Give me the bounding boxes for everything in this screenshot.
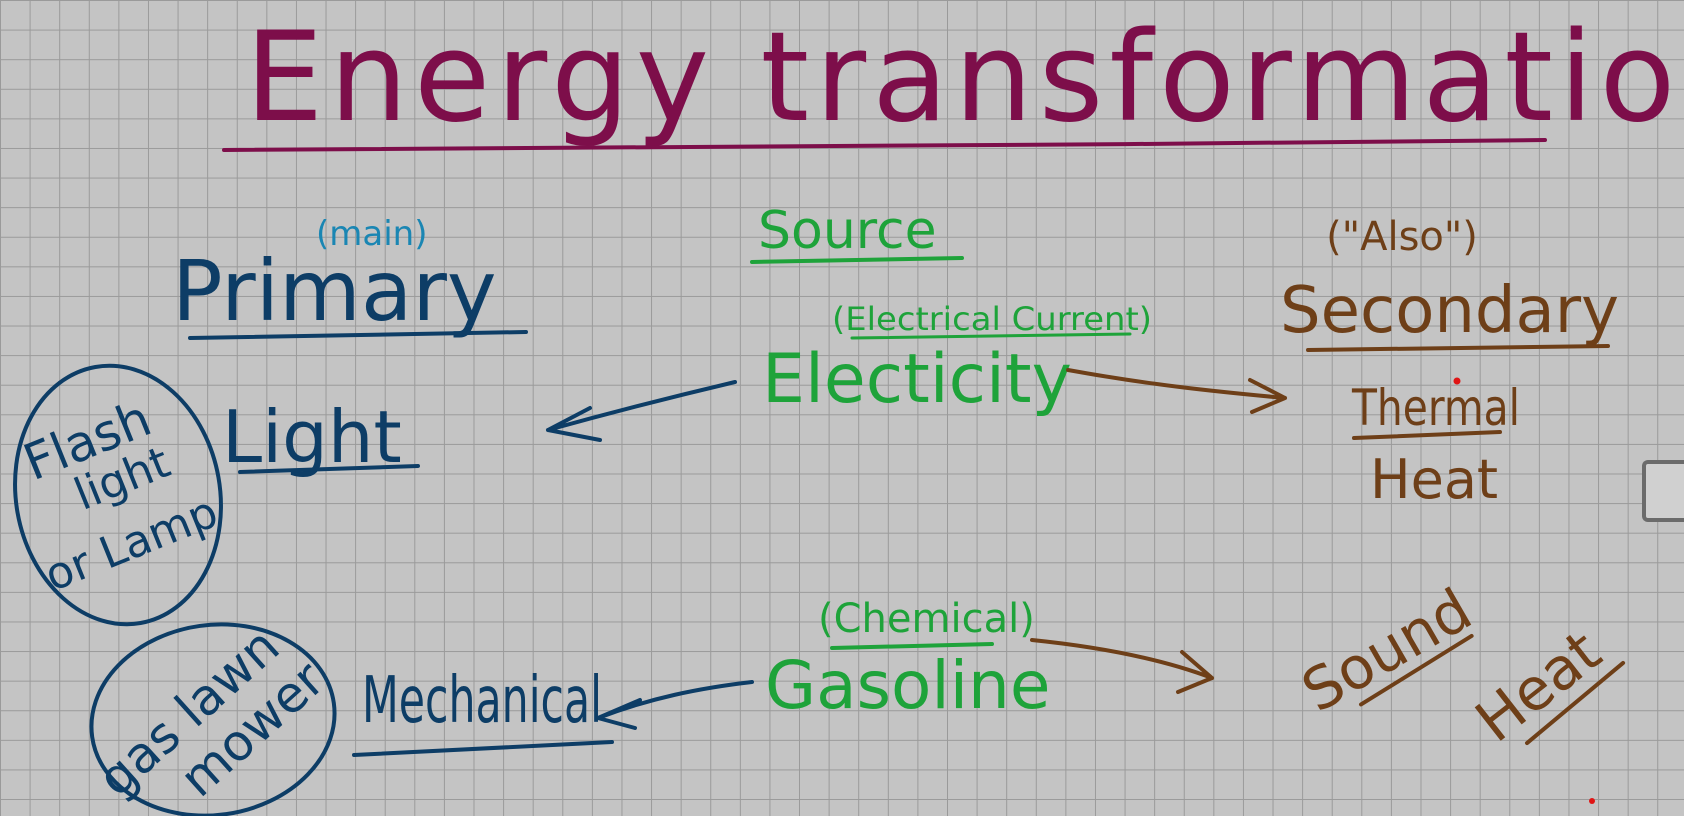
primary-note: (main) xyxy=(316,214,427,254)
title-underline xyxy=(222,138,1547,152)
primary-header: Primary xyxy=(172,242,497,340)
source-note-electrical: (Electrical Current) xyxy=(832,300,1152,338)
primary-underline xyxy=(188,330,528,340)
secondary-heat-2-underline xyxy=(1525,660,1626,746)
source-note-chemical: (Chemical) xyxy=(818,596,1035,642)
source-note-chemical-underline xyxy=(830,642,994,650)
secondary-header: Secondary xyxy=(1280,274,1619,348)
page-title: Energy transformations xyxy=(245,6,1684,150)
source-gasoline: Gasoline xyxy=(765,647,1050,724)
secondary-heat-2-group: Heat xyxy=(1463,617,1626,755)
source-header: Source xyxy=(758,201,937,261)
primary-mechanical: Mechanical xyxy=(362,664,602,738)
stray-red-dot xyxy=(1589,798,1595,804)
source-underline xyxy=(750,256,964,264)
arrow-electricity-to-thermal xyxy=(1066,368,1287,414)
arrow-gasoline-to-mechanical xyxy=(596,680,754,730)
page-edge-handle[interactable] xyxy=(1642,460,1684,522)
arrow-electricity-to-light xyxy=(546,380,737,442)
secondary-thermal: Thermal xyxy=(1351,379,1520,437)
secondary-underline xyxy=(1306,344,1610,352)
primary-light-underline xyxy=(238,464,420,474)
primary-light: Light xyxy=(222,395,402,479)
stray-red-dot xyxy=(1453,377,1461,385)
arrow-gasoline-to-sound xyxy=(1030,638,1214,694)
secondary-sound: Sound xyxy=(1291,575,1483,725)
secondary-heat-1: Heat xyxy=(1370,448,1498,511)
secondary-sound-underline xyxy=(1359,633,1474,707)
example-bubble-mower xyxy=(89,622,337,816)
example-bubble-lamp xyxy=(13,363,223,627)
secondary-sound-group: Sound xyxy=(1291,575,1483,725)
secondary-thermal-underline xyxy=(1352,430,1502,440)
secondary-note: ("Also") xyxy=(1326,214,1478,260)
source-electricity: Electicity xyxy=(762,340,1072,419)
source-note-electrical-underline xyxy=(850,332,1132,340)
primary-mechanical-underline xyxy=(352,740,614,757)
